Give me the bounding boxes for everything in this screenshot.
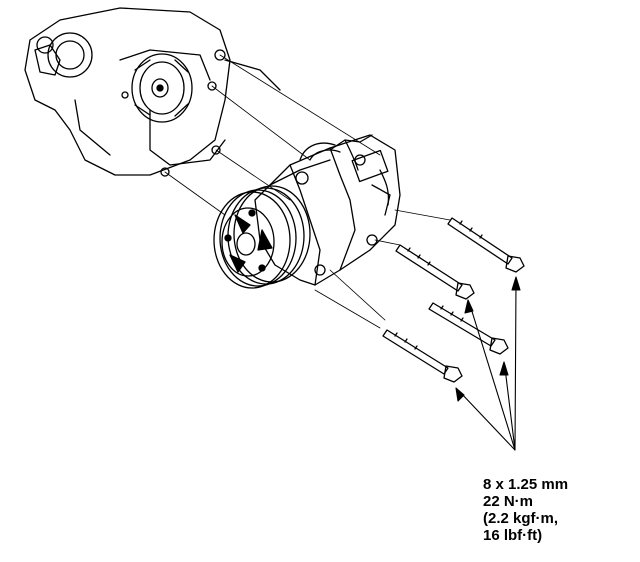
alignment-lines — [164, 54, 451, 329]
torque-kgfm-text: (2.2 kgf·m, — [483, 510, 559, 527]
mounting-bolt-1 — [447, 217, 525, 273]
torque-leader-lines — [455, 276, 521, 451]
mounting-bolt-4 — [382, 329, 463, 383]
torque-lbfft-text: 16 lbf·ft) — [483, 527, 543, 544]
idler-pulley — [131, 53, 193, 123]
clutch-pulley — [213, 185, 311, 289]
mounting-bolt-2 — [395, 244, 475, 300]
engine-bracket — [24, 7, 281, 177]
torque-spec-label: 8 x 1.25 mm 22 N·m (2.2 kgf·m, 16 lbf·ft… — [483, 476, 568, 544]
mounting-bolt-3 — [428, 302, 509, 355]
ac-compressor — [254, 134, 401, 286]
torque-nm-text: 22 N·m — [483, 493, 534, 510]
bolt-size-text: 8 x 1.25 mm — [483, 476, 569, 493]
